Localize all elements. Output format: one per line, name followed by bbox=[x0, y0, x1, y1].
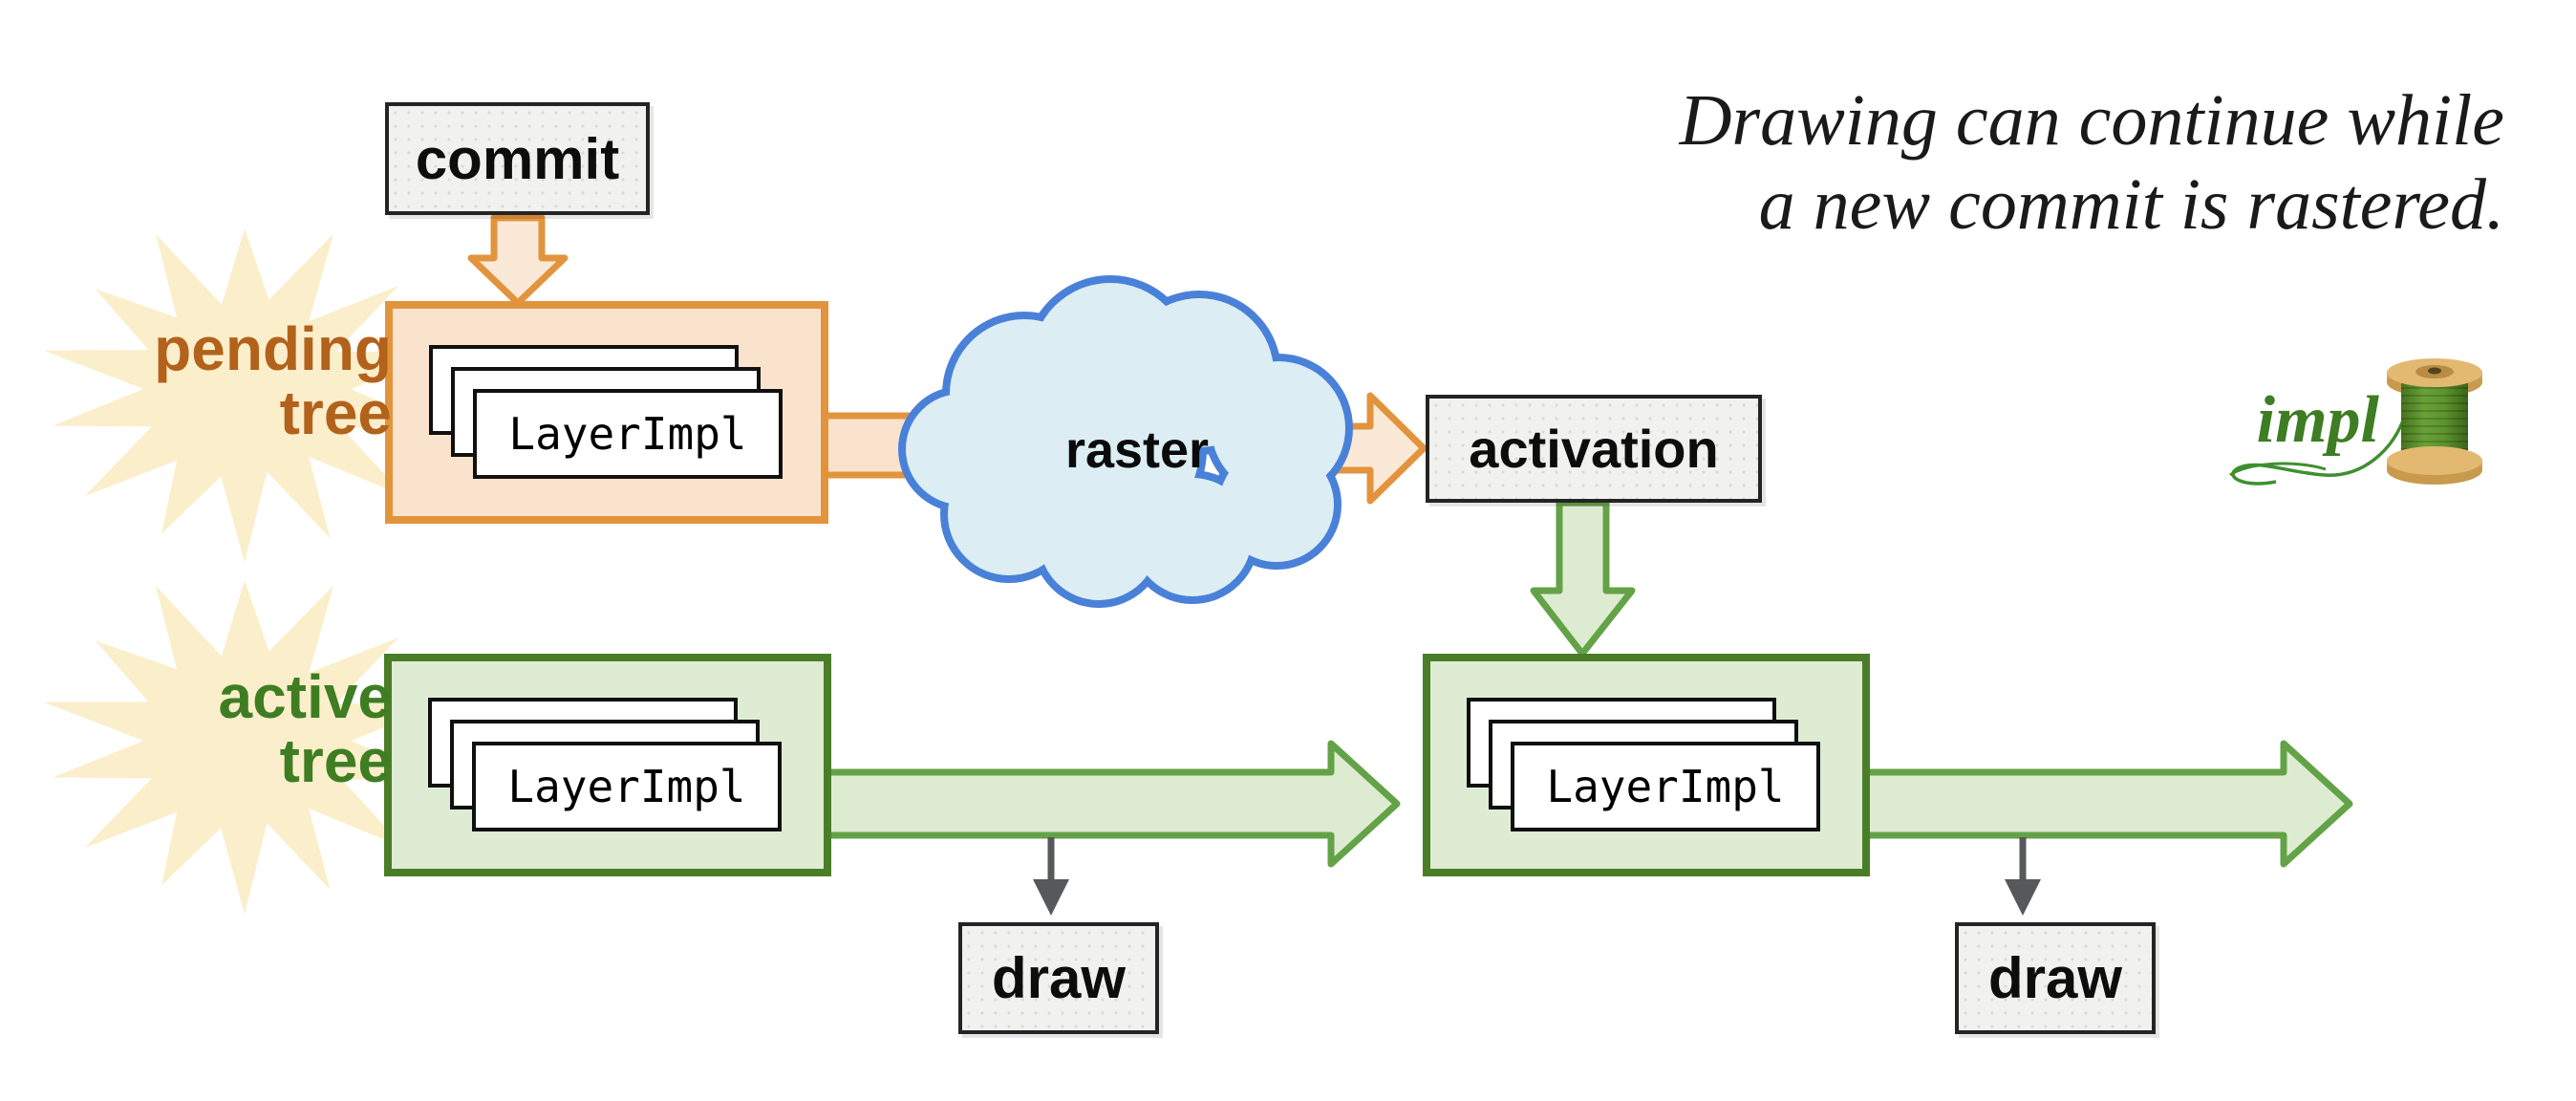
pending-tree-label-line2: tree bbox=[279, 378, 392, 448]
pending-tree-burst bbox=[43, 228, 446, 563]
note-line2: a new commit is rastered. bbox=[1758, 164, 2504, 246]
draw-right-arrowhead bbox=[2005, 879, 2041, 916]
pending-tree-label-line1: pending bbox=[154, 314, 392, 383]
raster-label: raster bbox=[1064, 421, 1210, 479]
commit-box: commit bbox=[385, 102, 650, 215]
active-right-forward-arrow bbox=[1859, 740, 2353, 868]
draw-label: draw bbox=[1987, 946, 2123, 1010]
layerimpl-label: LayerImpl bbox=[507, 761, 746, 812]
draw-box-left: draw bbox=[958, 922, 1159, 1034]
active-tree-label-line1: active bbox=[218, 662, 392, 731]
impl-label: impl bbox=[2256, 383, 2379, 457]
layer-card-front: LayerImpl bbox=[472, 742, 782, 831]
activation-to-active-arrow bbox=[1530, 499, 1636, 658]
pending-tree-box: LayerImpl bbox=[385, 301, 828, 524]
active-left-forward-arrow bbox=[824, 740, 1401, 868]
layerimpl-label: LayerImpl bbox=[508, 408, 747, 460]
active-tree-label: active tree bbox=[105, 662, 392, 796]
draw-box-right: draw bbox=[1955, 922, 2156, 1034]
pending-tree-label: pending tree bbox=[105, 314, 392, 448]
draw-left-arrowhead bbox=[1033, 879, 1069, 916]
commit-to-pending-arrow bbox=[467, 214, 569, 307]
activation-label: activation bbox=[1469, 419, 1719, 479]
layer-card-front: LayerImpl bbox=[473, 389, 783, 479]
thread-spool-image bbox=[2229, 358, 2482, 486]
activation-box: activation bbox=[1426, 395, 1762, 503]
commit-label: commit bbox=[415, 126, 620, 191]
layer-card-front: LayerImpl bbox=[1511, 742, 1820, 831]
active-tree-label-line2: tree bbox=[279, 726, 392, 796]
note-text: Drawing can continue while a new commit … bbox=[1262, 78, 2504, 247]
active-tree-burst bbox=[43, 580, 446, 915]
note-line1: Drawing can continue while bbox=[1679, 80, 2504, 161]
active-tree-box-left: LayerImpl bbox=[384, 654, 831, 876]
layerimpl-label: LayerImpl bbox=[1546, 761, 1785, 812]
draw-label: draw bbox=[991, 946, 1127, 1010]
active-tree-box-right: LayerImpl bbox=[1423, 654, 1870, 876]
